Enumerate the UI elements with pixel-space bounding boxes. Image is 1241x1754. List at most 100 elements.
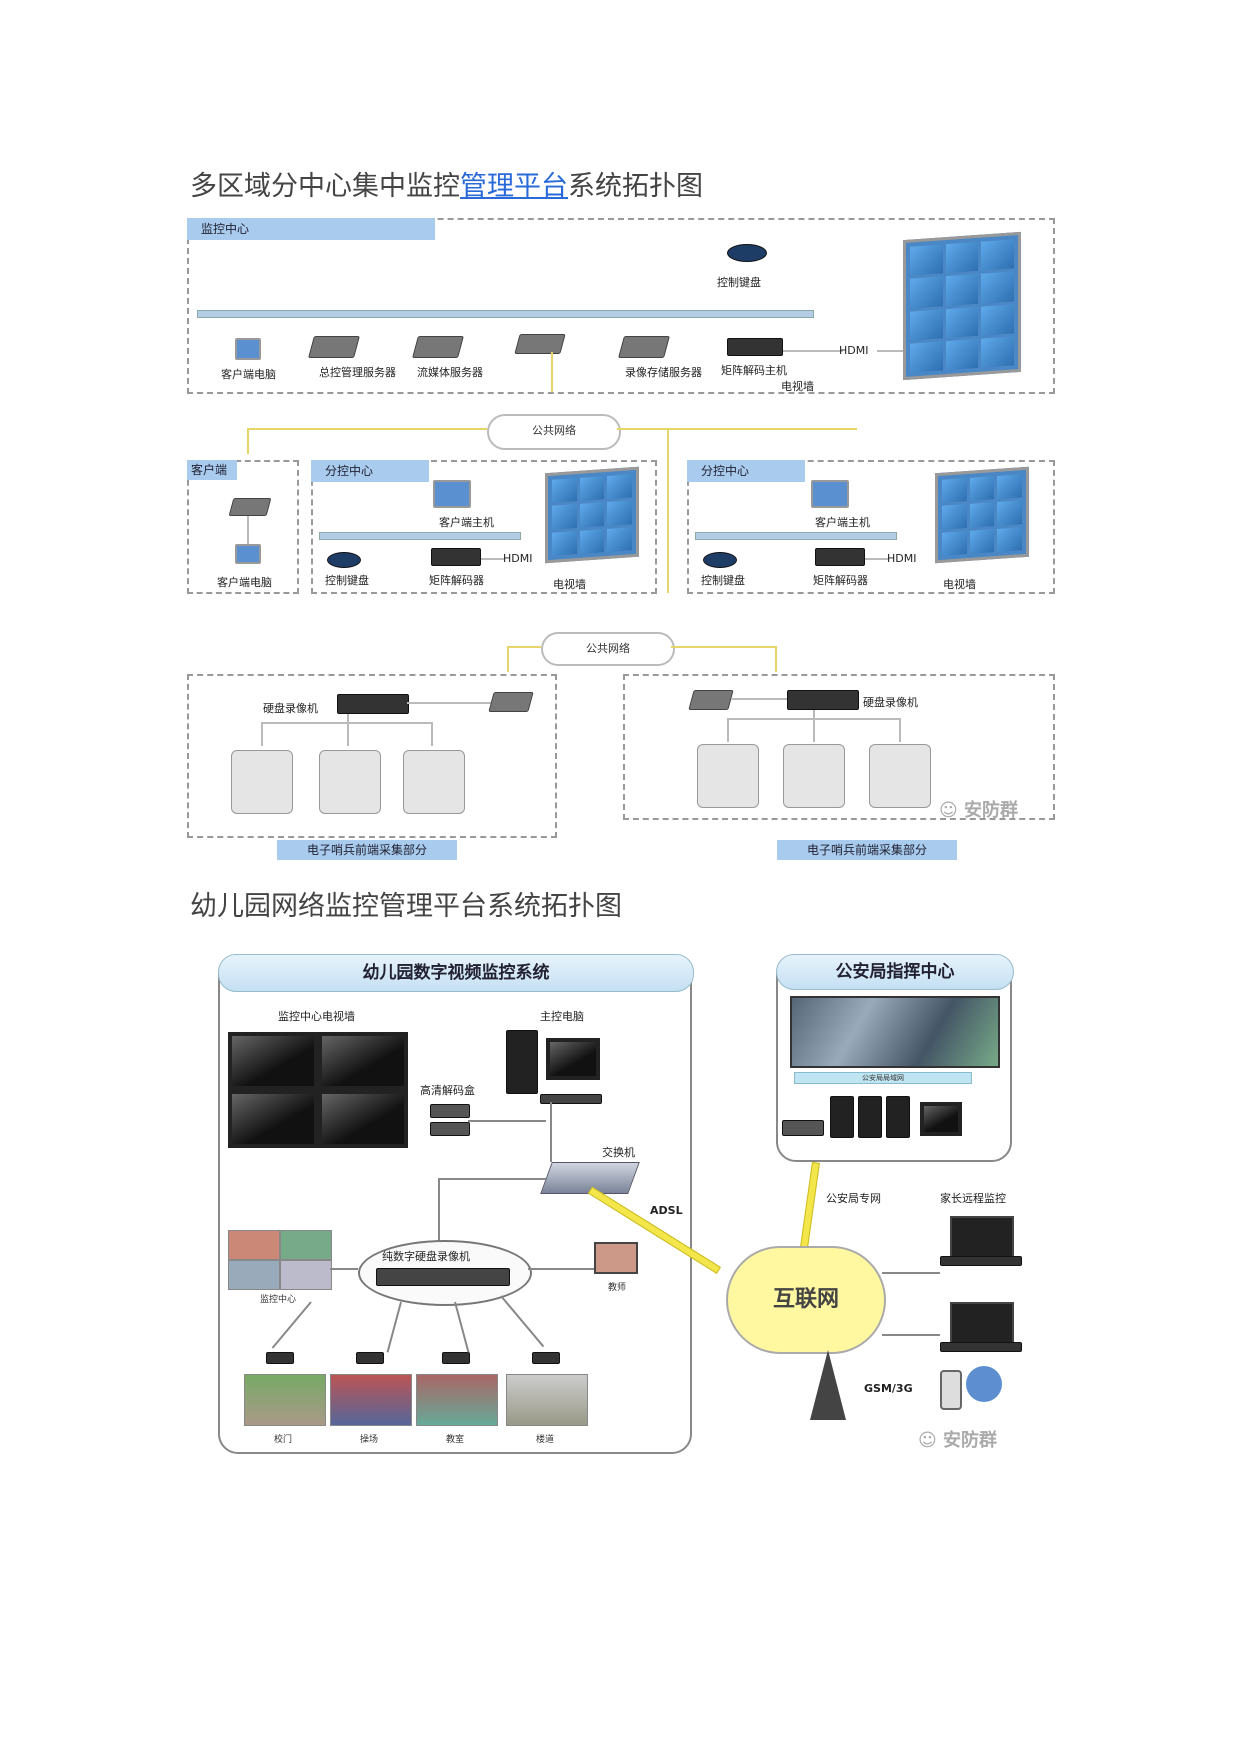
tower-icon	[810, 1350, 846, 1420]
tv-screen	[318, 1032, 408, 1090]
sub-a-host-label: 客户端主机	[439, 516, 494, 529]
sub-a-pc-icon	[433, 480, 471, 508]
user-icon	[966, 1366, 1002, 1402]
laptop-base-2	[940, 1342, 1022, 1352]
matrix-host-icon	[727, 338, 783, 356]
storage-server-icon	[618, 336, 670, 358]
tv-screen	[318, 1090, 408, 1148]
client-box	[187, 460, 299, 594]
matrix-host-label: 矩阵解码主机	[721, 364, 787, 377]
watermark-2: ☺ 安防群	[918, 1430, 998, 1451]
dvr-left-icon	[337, 694, 409, 714]
main-pc-label: 主控电脑	[540, 1010, 584, 1023]
monitor-center-tab: 监控中心	[187, 218, 435, 240]
monitor-photo	[280, 1230, 332, 1260]
internet-cloud: 互联网	[726, 1246, 886, 1354]
nvr-label: 纯数字硬盘录像机	[382, 1250, 470, 1263]
dvr-right-label: 硬盘录像机	[863, 696, 918, 709]
gate-photo	[244, 1374, 326, 1426]
tv-wall-label: 监控中心电视墙	[278, 1010, 355, 1023]
video-wall-label: 电视墙	[781, 380, 814, 393]
camera-icon	[231, 750, 293, 814]
front-end-right-bar: 电子哨兵前端采集部分	[777, 840, 957, 860]
parent-laptop-icon	[950, 1216, 1014, 1260]
classroom-label: 教室	[446, 1435, 465, 1445]
keyboard-icon	[727, 244, 767, 262]
storage-server-label: 录像存储服务器	[625, 366, 702, 379]
nvr-icon	[376, 1268, 510, 1286]
client-switch-icon	[228, 498, 272, 516]
mgmt-server-icon	[308, 336, 360, 358]
public-network-1: 公共网络	[487, 414, 621, 450]
sub-a-bus	[319, 532, 521, 540]
mgmt-server-label: 总控管理服务器	[319, 366, 396, 379]
client-pc-icon	[235, 338, 261, 360]
camera-icon	[869, 744, 931, 808]
dvr-right-icon	[787, 690, 859, 710]
corridor-label: 楼道	[536, 1435, 555, 1445]
hdmi-label: HDMI	[839, 344, 869, 357]
front-end-left-box	[187, 674, 557, 838]
keyboard-label: 控制键盘	[717, 276, 761, 289]
sub-b-host-label: 客户端主机	[815, 516, 870, 529]
client-pc-label: 客户端电脑	[221, 368, 276, 381]
sub-b-matrix-icon	[815, 548, 865, 566]
teacher-label: 教师	[608, 1283, 627, 1293]
sub-a-keyboard-label: 控制键盘	[325, 574, 369, 587]
heading-1: 多区域分中心集中监控管理平台系统拓扑图	[190, 171, 703, 202]
sub-a-matrix-icon	[431, 548, 481, 566]
parent-label: 家长远程监控	[940, 1192, 1006, 1205]
diagram-1: 监控中心 控制键盘 客户端电脑 总控管理服务器 流媒体服务器 录像存储服务器 矩…	[187, 214, 1057, 860]
center-switch-icon	[514, 334, 566, 354]
sub-a-matrix-label: 矩阵解码器	[429, 574, 484, 587]
sub-b-matrix-label: 矩阵解码器	[813, 574, 868, 587]
sub-a-hdmi-label: HDMI	[503, 552, 533, 565]
monitor-center-label: 监控中心	[260, 1295, 297, 1305]
corridor-photo	[506, 1374, 588, 1426]
camera-icon	[783, 744, 845, 808]
center-video-wall	[903, 231, 1021, 381]
tv-screen	[228, 1032, 318, 1090]
sub-a-keyboard-icon	[327, 552, 361, 568]
camera-icon	[266, 1352, 294, 1364]
server-icon	[886, 1096, 910, 1138]
hd-decoder-label: 高清解码盒	[420, 1084, 475, 1097]
camera-icon	[319, 750, 381, 814]
laptop-base	[940, 1256, 1022, 1266]
stream-server-icon	[412, 336, 464, 358]
classroom-photo	[416, 1374, 498, 1426]
keyboard-icon	[540, 1094, 602, 1104]
diagram-2: 幼儿园数字视频监控系统 监控中心电视墙 高清解码盒 主控电脑 交换机 纯数字硬盘…	[210, 950, 1056, 1470]
front-end-right-box	[623, 674, 1055, 820]
sub-center-b-tab: 分控中心	[687, 460, 805, 482]
front-end-left-bar: 电子哨兵前端采集部分	[277, 840, 457, 860]
gsm-label: GSM/3G	[864, 1382, 913, 1395]
main-pc-monitor-icon	[546, 1038, 600, 1080]
center-bus	[197, 310, 814, 318]
decoder-icon	[430, 1104, 470, 1118]
client-pc2-icon	[235, 544, 261, 564]
tv-screen	[228, 1090, 318, 1148]
pc-tower-icon	[506, 1030, 538, 1094]
stream-server-label: 流媒体服务器	[417, 366, 483, 379]
sub-b-keyboard-icon	[703, 552, 737, 568]
police-private-label: 公安局专网	[826, 1192, 881, 1205]
wechat-icon: ☺	[918, 1430, 937, 1451]
phone-icon	[940, 1370, 962, 1410]
wechat-icon: ☺	[939, 800, 958, 821]
monitor-center-box	[187, 218, 1055, 394]
switch-label: 交换机	[602, 1146, 635, 1159]
front-left-switch-icon	[488, 692, 534, 712]
police-monitor-icon	[920, 1102, 962, 1136]
camera-icon	[442, 1352, 470, 1364]
adsl-label: ADSL	[650, 1204, 683, 1217]
camera-icon	[356, 1352, 384, 1364]
kindergarten-title: 幼儿园数字视频监控系统	[218, 954, 694, 992]
police-video-wall	[790, 996, 1000, 1068]
sub-b-bus	[695, 532, 897, 540]
platform-link[interactable]: 管理平台	[460, 171, 568, 202]
sub-center-a-box	[311, 460, 657, 594]
police-title: 公安局指挥中心	[776, 954, 1014, 990]
server-icon	[858, 1096, 882, 1138]
sub-center-a-tab: 分控中心	[311, 460, 429, 482]
